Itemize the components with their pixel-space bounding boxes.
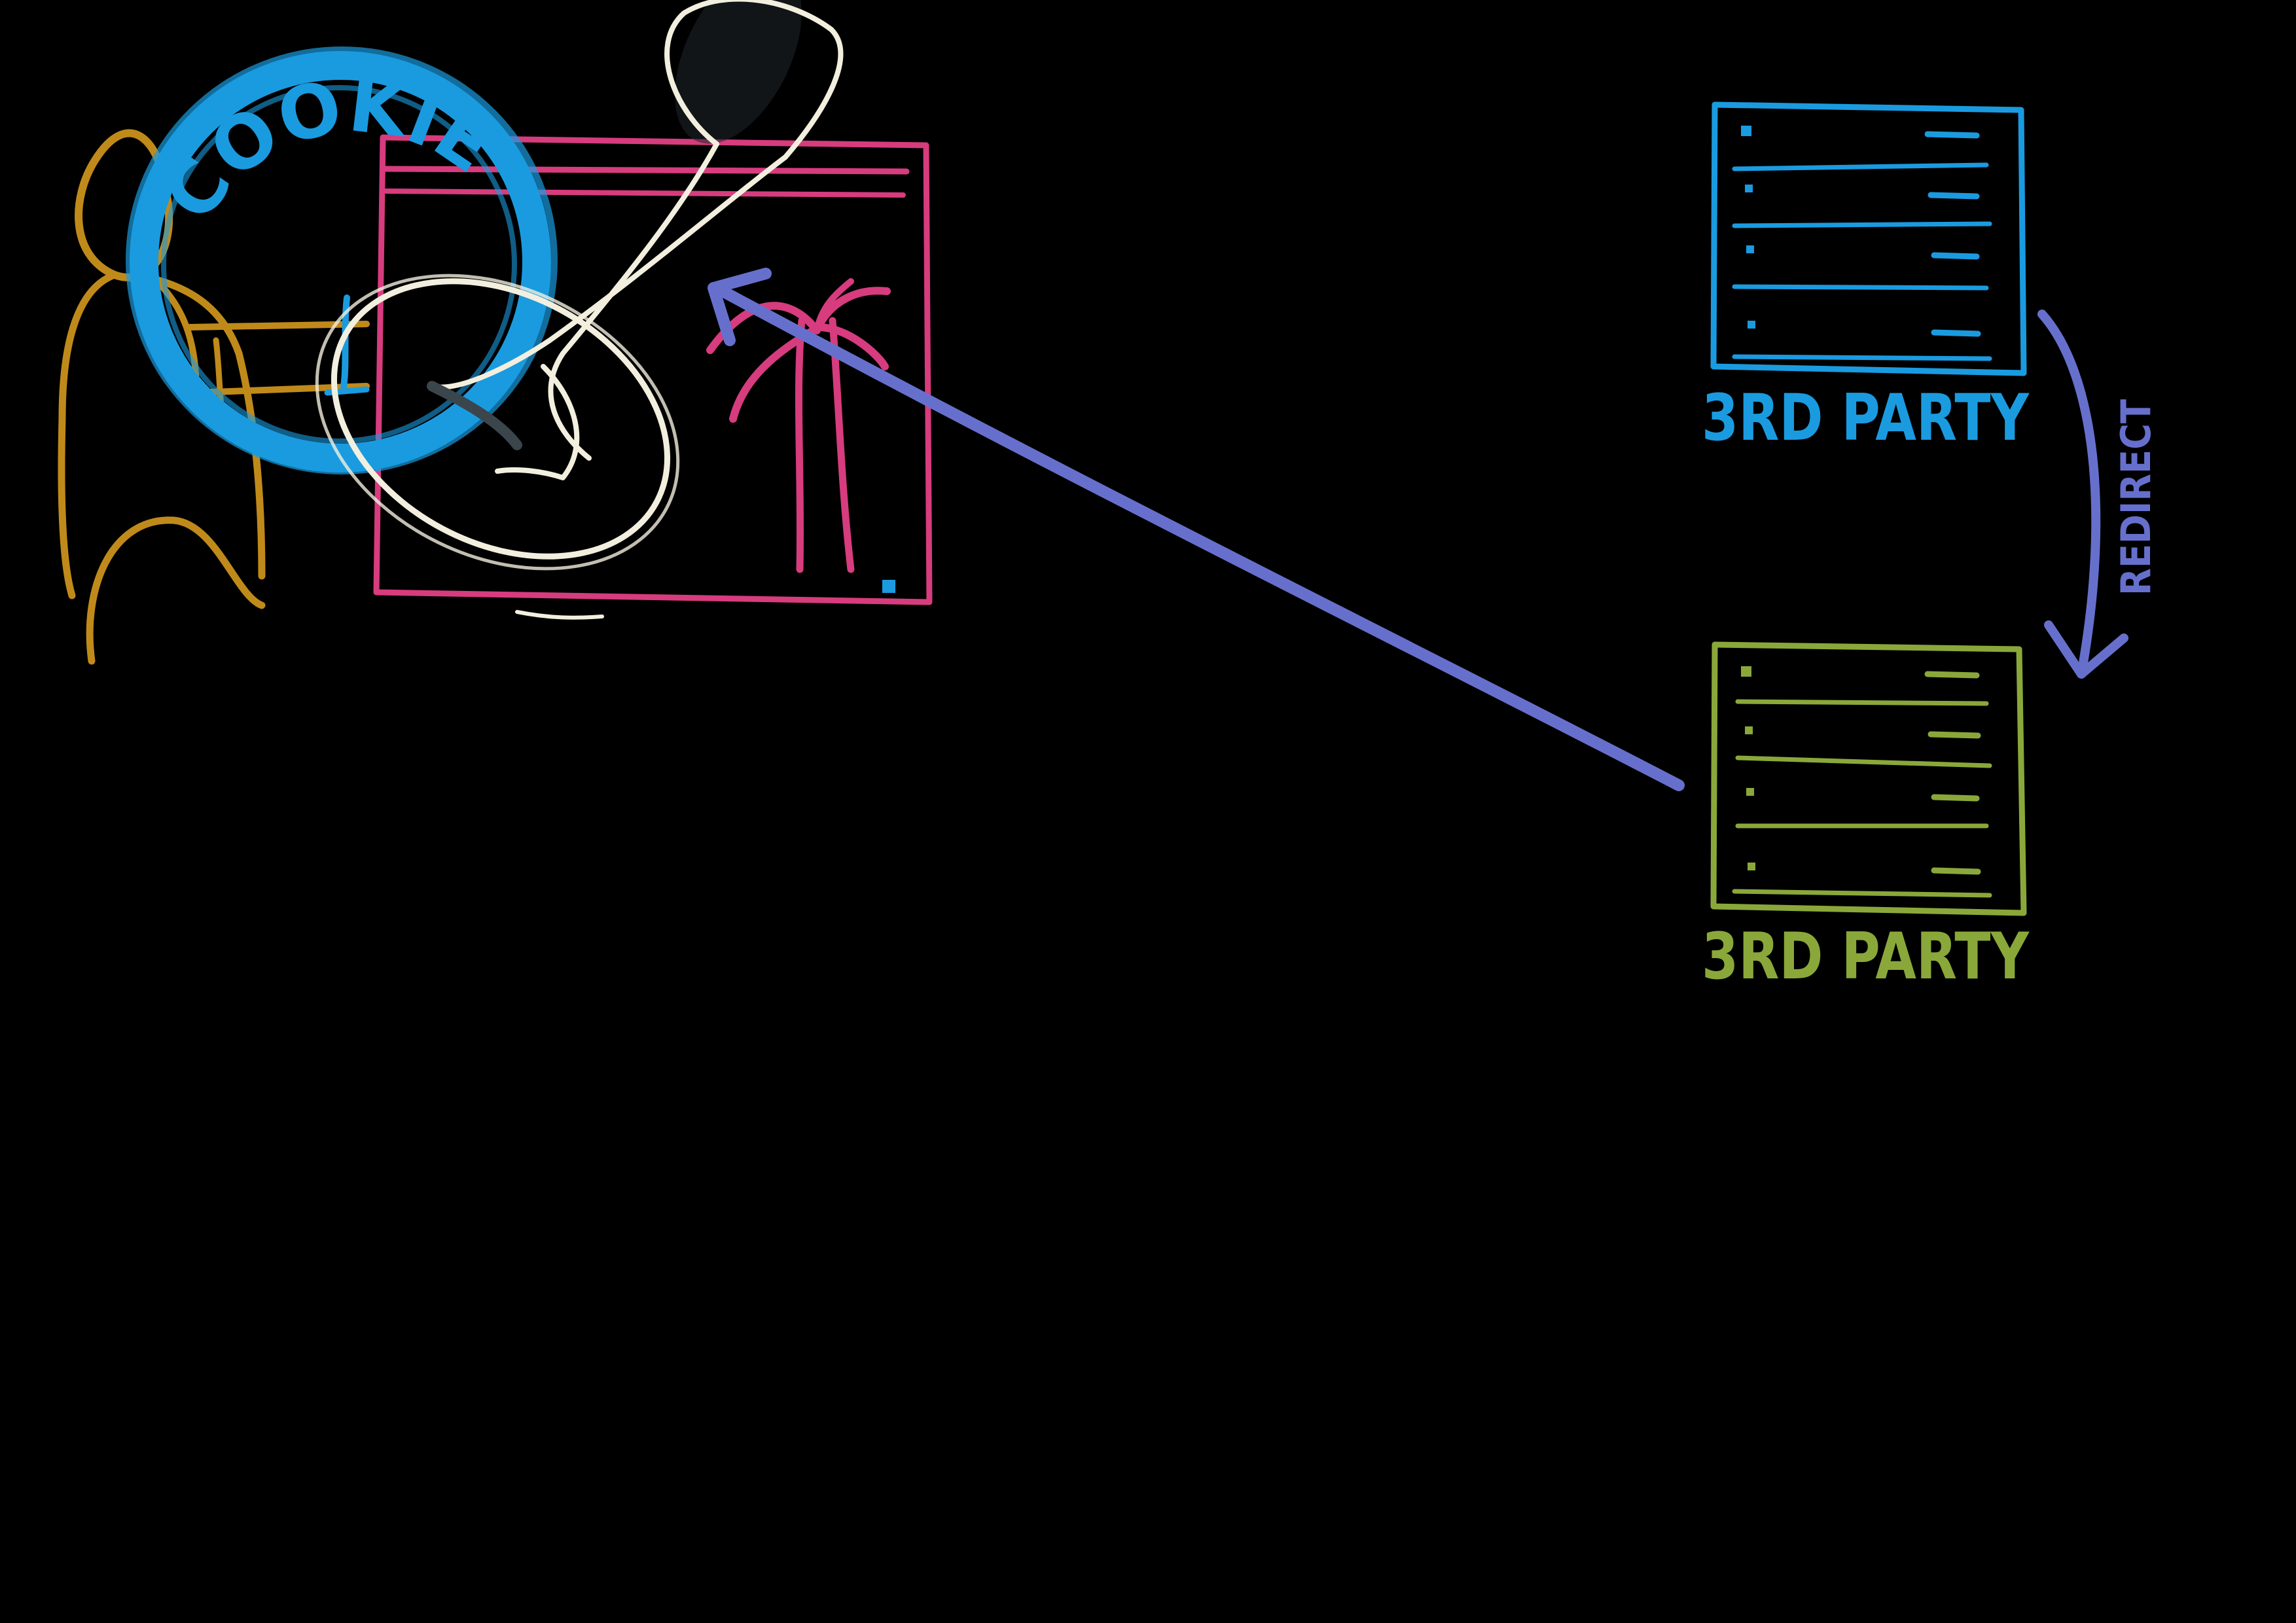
third-party-panel-top: 3RD PARTY xyxy=(1702,101,2030,455)
list-panel-icon xyxy=(1732,666,1992,898)
magnifying-glass-icon xyxy=(315,0,844,620)
return-arrow xyxy=(708,268,1685,791)
palm-tree-icon xyxy=(706,278,891,573)
third-party-label-top: 3RD PARTY xyxy=(1702,381,2030,455)
list-panel-icon xyxy=(1732,126,1992,361)
resize-handle-icon xyxy=(882,580,895,593)
redirect-arrow: REDIRECT xyxy=(2037,310,2160,679)
third-party-panel-bottom: 3RD PARTY xyxy=(1702,641,2030,994)
cookie-badge-icon: COOKIE xyxy=(126,46,558,474)
third-party-label-bottom: 3RD PARTY xyxy=(1702,919,2030,994)
redirect-label: REDIRECT xyxy=(2112,399,2160,596)
